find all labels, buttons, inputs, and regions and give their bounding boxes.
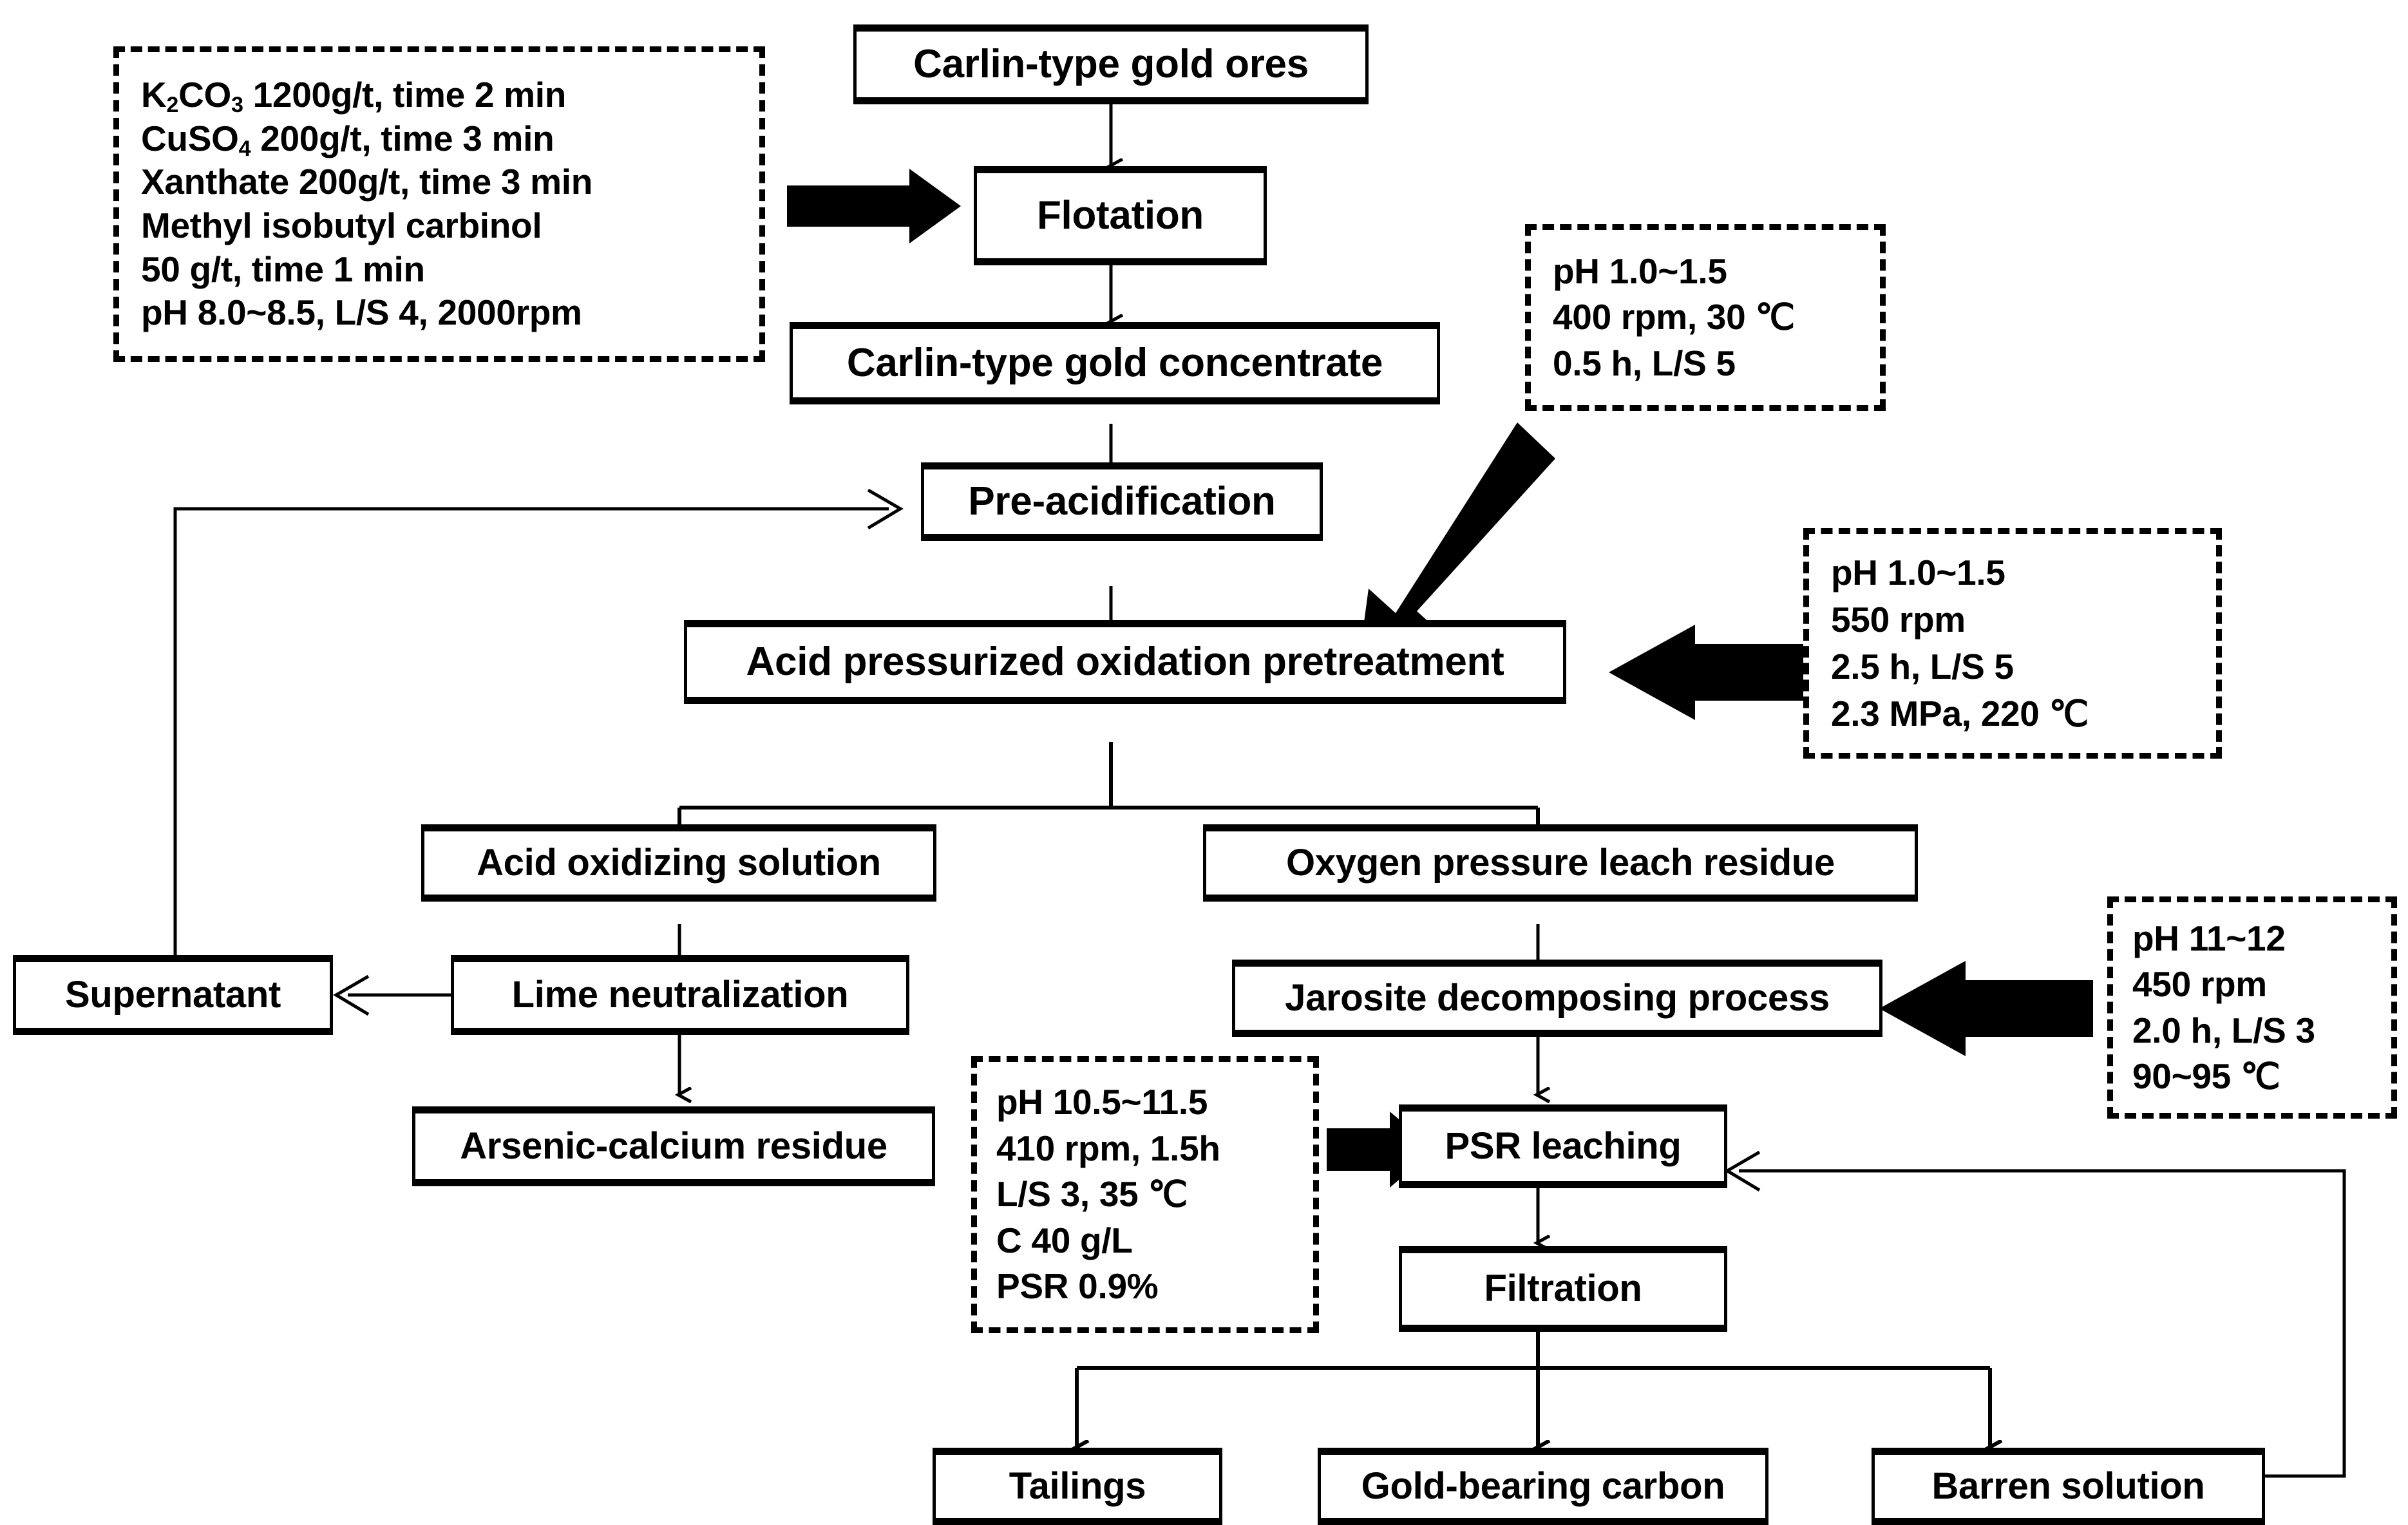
condition-box-psr-leaching: pH 10.5~11.5 410 rpm, 1.5h L/S 3, 35 ℃ C… xyxy=(971,1056,1319,1333)
reagent-k2co3-dose: 1200g/t, time 2 min xyxy=(243,75,567,115)
label-carlin-type-gold-ores: Carlin-type gold ores xyxy=(913,42,1309,87)
reagent-co: CO xyxy=(178,75,231,115)
box-carlin-type-gold-ores[interactable]: Carlin-type gold ores xyxy=(853,24,1369,104)
box-oxygen-pressure-leach-residue[interactable]: Oxygen pressure leach residue xyxy=(1203,824,1918,902)
feedback-barrensolution-to-psrleaching xyxy=(1724,1150,2346,1478)
reagent-cuso: CuSO xyxy=(141,118,239,158)
box-gold-bearing-carbon[interactable]: Gold-bearing carbon xyxy=(1318,1448,1768,1525)
label-tailings: Tailings xyxy=(1009,1464,1146,1507)
box-psr-leaching[interactable]: PSR leaching xyxy=(1399,1104,1727,1188)
reagent-k-sub: 2 xyxy=(166,93,179,118)
preacid-condition-line-1: pH 1.0~1.5 xyxy=(1553,251,1727,291)
arrow-lime-to-supernatant xyxy=(333,974,451,1016)
jarosite-condition-line-2: 450 rpm xyxy=(2132,964,2267,1004)
oxidation-condition-line-3: 2.5 h, L/S 5 xyxy=(1831,647,2014,687)
box-arsenic-calcium-residue[interactable]: Arsenic-calcium residue xyxy=(412,1106,935,1186)
box-carlin-type-gold-concentrate[interactable]: Carlin-type gold concentrate xyxy=(790,322,1440,404)
label-jarosite-decomposing-process: Jarosite decomposing process xyxy=(1285,976,1830,1019)
box-pre-acidification[interactable]: Pre-acidification xyxy=(921,462,1323,541)
label-carlin-type-gold-concentrate: Carlin-type gold concentrate xyxy=(846,341,1383,386)
label-oxygen-pressure-leach-residue: Oxygen pressure leach residue xyxy=(1285,841,1835,884)
jarosite-condition-line-3: 2.0 h, L/S 3 xyxy=(2132,1010,2315,1050)
label-acid-oxidizing-solution: Acid oxidizing solution xyxy=(477,841,881,884)
jarosite-condition-line-4: 90~95 ℃ xyxy=(2132,1056,2280,1096)
box-flotation[interactable]: Flotation xyxy=(974,166,1267,265)
condition-box-flotation-reagents: K2CO3 1200g/t, time 2 min CuSO4 200g/t, … xyxy=(113,46,765,362)
reagent-k: K xyxy=(141,75,167,115)
block-arrow-conditions-to-oxidation xyxy=(1609,625,1823,720)
box-tailings[interactable]: Tailings xyxy=(933,1448,1222,1525)
label-psr-leaching: PSR leaching xyxy=(1445,1124,1682,1167)
label-lime-neutralization: Lime neutralization xyxy=(511,973,849,1016)
reagent-line-1: K2CO3 1200g/t, time 2 min xyxy=(141,73,759,117)
condition-box-jarosite: pH 11~12 450 rpm 2.0 h, L/S 3 90~95 ℃ xyxy=(2107,896,2397,1119)
label-acid-pressurized-oxidation-pretreatment: Acid pressurized oxidation pretreatment xyxy=(746,639,1504,685)
label-filtration: Filtration xyxy=(1484,1267,1642,1310)
reagent-line-2: CuSO4 200g/t, time 3 min xyxy=(141,117,759,161)
label-arsenic-calcium-residue: Arsenic-calcium residue xyxy=(460,1124,887,1167)
box-supernatant[interactable]: Supernatant xyxy=(13,955,333,1035)
psr-condition-line-3: L/S 3, 35 ℃ xyxy=(996,1174,1188,1215)
psr-condition-line-5: PSR 0.9% xyxy=(996,1266,1159,1307)
label-flotation: Flotation xyxy=(1036,193,1204,238)
oxidation-condition-line-4: 2.3 MPa, 220 ℃ xyxy=(1831,694,2089,734)
label-supernatant: Supernatant xyxy=(64,973,281,1016)
arrow-filtration-split xyxy=(1077,1332,1990,1448)
psr-condition-line-1: pH 10.5~11.5 xyxy=(996,1082,1208,1122)
box-jarosite-decomposing-process[interactable]: Jarosite decomposing process xyxy=(1232,960,1882,1037)
reagent-cuso4-dose: 200g/t, time 3 min xyxy=(251,118,555,158)
reagent-line-5: 50 g/t, time 1 min xyxy=(141,249,425,289)
reagent-cuso-sub: 4 xyxy=(238,136,251,161)
box-filtration[interactable]: Filtration xyxy=(1399,1246,1727,1332)
box-acid-oxidizing-solution[interactable]: Acid oxidizing solution xyxy=(421,824,936,902)
box-barren-solution[interactable]: Barren solution xyxy=(1872,1448,2265,1525)
condition-box-oxidation: pH 1.0~1.5 550 rpm 2.5 h, L/S 5 2.3 MPa,… xyxy=(1803,528,2222,759)
reagent-line-3: Xanthate 200g/t, time 3 min xyxy=(141,162,593,202)
reagent-line-4: Methyl isobutyl carbinol xyxy=(141,205,542,245)
block-arrow-reagents-to-flotation xyxy=(787,169,961,243)
psr-condition-line-4: C 40 g/L xyxy=(996,1220,1133,1260)
psr-condition-line-2: 410 rpm, 1.5h xyxy=(996,1128,1220,1168)
preacid-condition-line-2: 400 rpm, 30 ℃ xyxy=(1553,297,1795,337)
oxidation-condition-line-1: pH 1.0~1.5 xyxy=(1831,552,2005,592)
jarosite-condition-line-1: pH 11~12 xyxy=(2132,918,2286,958)
block-arrow-conditions-to-jarosite xyxy=(1879,961,2093,1056)
box-lime-neutralization[interactable]: Lime neutralization xyxy=(451,955,909,1035)
box-acid-pressurized-oxidation-pretreatment[interactable]: Acid pressurized oxidation pretreatment xyxy=(684,620,1566,704)
reagent-co-sub: 3 xyxy=(231,93,243,118)
preacid-condition-line-3: 0.5 h, L/S 5 xyxy=(1553,343,1736,383)
condition-box-pre-acidification: pH 1.0~1.5 400 rpm, 30 ℃ 0.5 h, L/S 5 xyxy=(1525,224,1886,411)
label-gold-bearing-carbon: Gold-bearing carbon xyxy=(1361,1464,1725,1507)
label-barren-solution: Barren solution xyxy=(1931,1464,2205,1507)
label-pre-acidification: Pre-acidification xyxy=(968,479,1276,524)
oxidation-condition-line-2: 550 rpm xyxy=(1831,599,1966,639)
reagent-line-6: pH 8.0~8.5, L/S 4, 2000rpm xyxy=(141,292,582,333)
